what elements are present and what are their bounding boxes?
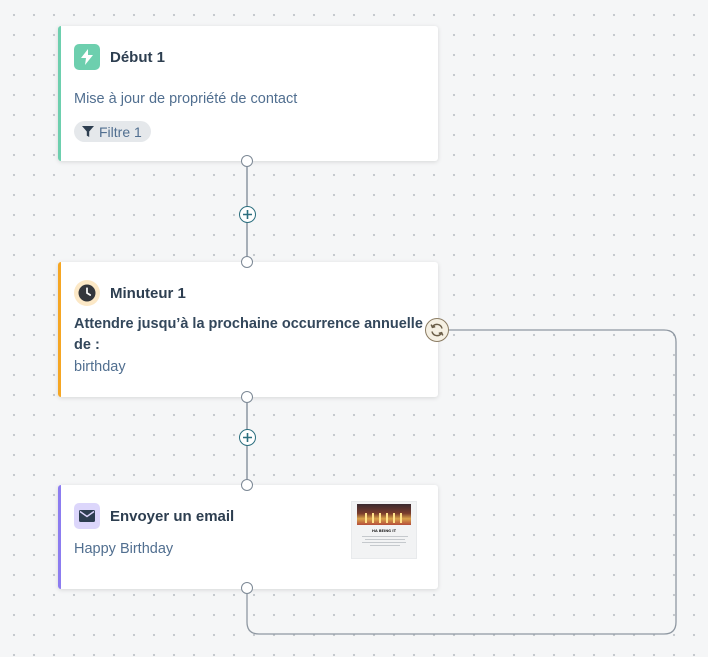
envelope-icon (74, 503, 100, 529)
email-node-card[interactable]: Envoyer un email Happy Birthday HA BEING… (58, 485, 438, 589)
start-accent-bar (58, 26, 61, 161)
start-node-card[interactable]: Début 1 Mise à jour de propriété de cont… (58, 26, 438, 161)
timer-input-port[interactable] (241, 256, 253, 268)
timer-accent-bar (58, 262, 61, 397)
plus-circle-icon (243, 433, 252, 442)
timer-node-title: Minuteur 1 (110, 284, 186, 302)
email-thumbnail[interactable]: HA BEING IT (351, 501, 417, 559)
timer-node-description: Attendre jusqu’à la prochaine occurrence… (74, 316, 423, 353)
loop-connector-button[interactable] (425, 318, 449, 342)
start-node-title: Début 1 (110, 48, 166, 66)
filter-icon (82, 126, 94, 137)
sync-icon (430, 323, 444, 337)
email-accent-bar (58, 485, 61, 589)
add-step-button-2[interactable] (239, 429, 256, 446)
timer-output-port[interactable] (241, 391, 253, 403)
timer-node-card[interactable]: Minuteur 1 Attendre jusqu’à la prochaine… (58, 262, 438, 397)
filter-label: Filtre 1 (99, 123, 142, 140)
email-node-title: Envoyer un email (110, 507, 235, 525)
start-node-description: Mise à jour de propriété de contact (74, 91, 298, 107)
filter-badge[interactable]: Filtre 1 (74, 121, 151, 142)
clock-icon (74, 280, 100, 306)
add-step-button-1[interactable] (239, 206, 256, 223)
email-thumbnail-photo (357, 504, 411, 525)
email-thumbnail-heading: HA BEING IT (372, 529, 396, 533)
lightning-icon (74, 44, 100, 70)
email-input-port[interactable] (241, 479, 253, 491)
email-output-port[interactable] (241, 582, 253, 594)
start-output-port[interactable] (241, 155, 253, 167)
timer-property: birthday (74, 359, 126, 375)
plus-circle-icon (243, 210, 252, 219)
email-node-description: Happy Birthday (74, 541, 174, 557)
